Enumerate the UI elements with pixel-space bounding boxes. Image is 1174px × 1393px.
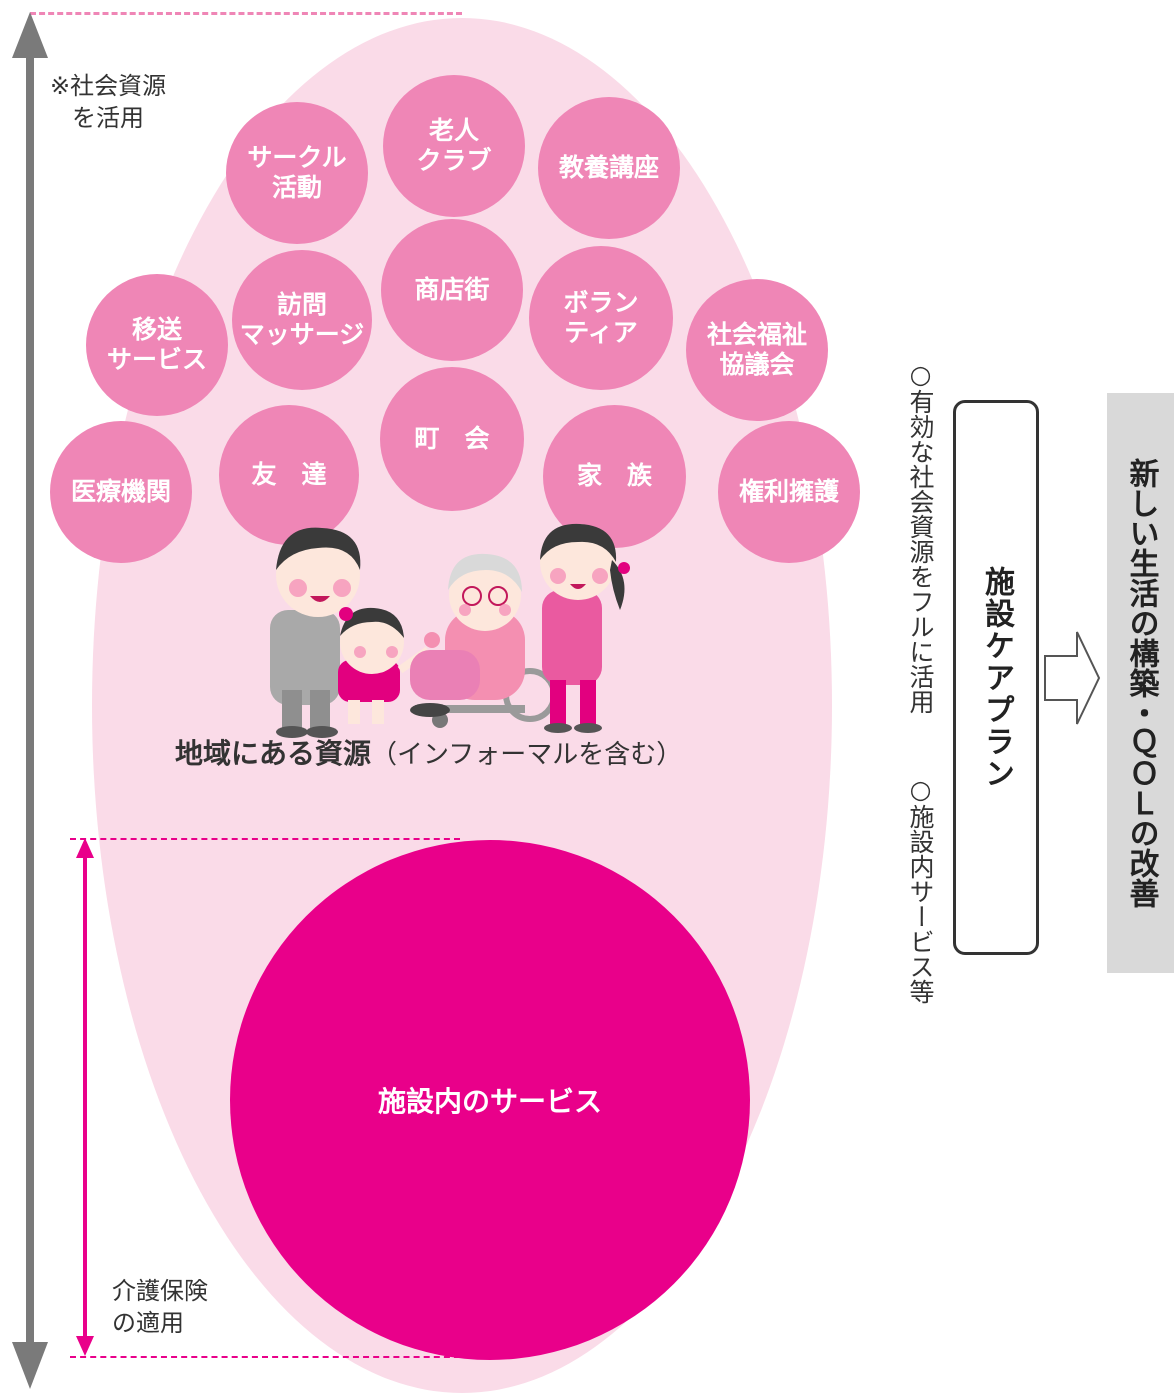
side-note-social-resources: ○有効な社会資源をフルに活用 xyxy=(906,360,935,714)
in-facility-service-circle: 施設内のサービス xyxy=(230,840,750,1360)
care-plan-label: 施設ケアプラン xyxy=(979,565,1014,790)
elder-in-wheelchair xyxy=(410,553,557,728)
resource-caption-bold: 地域にある資源 xyxy=(175,737,372,770)
bubble-social-welfare-council: 社会福祉 協議会 xyxy=(686,279,828,421)
insurance-bottom-dashed-line xyxy=(70,1356,460,1358)
bubble-visiting-massage: 訪問 マッサージ xyxy=(232,250,372,390)
range-double-arrow xyxy=(12,12,48,1389)
in-facility-service-label: 施設内のサービス xyxy=(377,1085,602,1118)
insurance-note: 介護保険 の適用 xyxy=(112,1277,208,1338)
resource-caption: 地域にある資源（インフォーマルを含む） xyxy=(175,732,682,772)
bubble-volunteer: ボラン ティア xyxy=(529,246,673,390)
bubble-liberal-arts-course: 教養講座 xyxy=(538,97,680,239)
bubble-rights-advocacy: 権利擁護 xyxy=(718,421,860,563)
bubble-transport-service: 移送 サービス xyxy=(86,274,228,416)
bubble-circle-activity: サークル 活動 xyxy=(226,102,368,244)
insurance-top-dashed-line xyxy=(70,838,460,840)
bubble-friends: 友 達 xyxy=(219,405,359,545)
insurance-range-arrow xyxy=(76,838,94,1356)
bubble-family: 家 族 xyxy=(543,405,686,548)
girl-figure xyxy=(338,607,440,724)
social-resource-note: ※社会資源 を活用 xyxy=(50,72,167,133)
bubble-shopping-street: 商店街 xyxy=(381,219,523,361)
family-illustration xyxy=(270,523,630,738)
care-plan-box: 施設ケアプラン xyxy=(953,400,1039,955)
result-box: 新しい生活の構築・ＱＯＬの改善 xyxy=(1107,393,1174,973)
side-note-in-facility-services: ○施設内サービス等 xyxy=(906,775,935,1004)
resource-caption-normal: （インフォーマルを含む） xyxy=(371,740,683,770)
bubble-senior-club: 老人 クラブ xyxy=(383,75,525,217)
result-label: 新しい生活の構築・ＱＯＬの改善 xyxy=(1123,458,1159,908)
bubble-medical-institution: 医療機関 xyxy=(50,421,192,563)
right-arrow-icon xyxy=(1044,631,1101,725)
father-figure xyxy=(270,527,361,738)
bubble-neighborhood-assoc: 町 会 xyxy=(380,367,524,511)
caregiver-figure xyxy=(540,523,630,733)
top-dashed-line xyxy=(30,12,462,15)
